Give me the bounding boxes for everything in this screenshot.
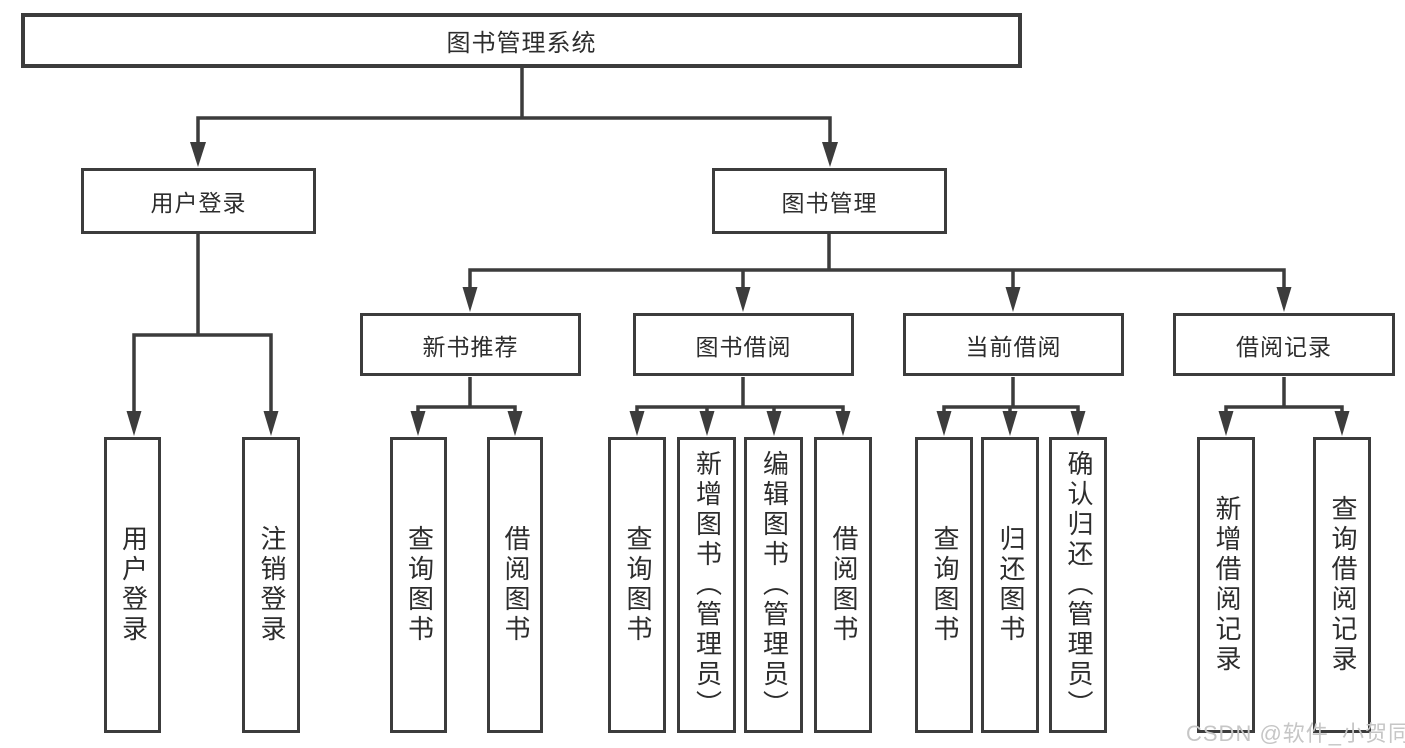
connector-user-login-to-leaves: [132, 234, 273, 414]
node-new-book-recommend-label: 新书推荐: [422, 333, 519, 360]
node-system-root: 图书管理系统: [21, 13, 1022, 68]
connector-new-book-to-leaves: [416, 377, 517, 413]
node-current-borrowing-label: 当前借阅: [965, 333, 1062, 360]
leaf-add-borrow-record: 新增借阅记录: [1197, 437, 1255, 733]
leaf-logout: 注销登录: [242, 437, 300, 733]
connector-borrow-record-to-leaves: [1224, 377, 1344, 413]
leaf-add-book-admin: 新增图书（管理员）: [677, 437, 736, 733]
connector-book-borrow-to-leaves: [635, 377, 845, 413]
leaf-query-books-recommend: 查询图书: [390, 437, 447, 733]
leaf-confirm-return-admin: 确认归还（管理员）: [1049, 437, 1107, 733]
node-user-login: 用户登录: [81, 168, 316, 234]
leaf-user-login: 用户登录: [104, 437, 161, 733]
leaf-query-books-borrowing: 查询图书: [608, 437, 666, 733]
leaf-borrow-books-borrowing: 借阅图书: [814, 437, 872, 733]
connector-book-mgmt-to-level3: [468, 234, 1286, 290]
node-current-borrowing: 当前借阅: [903, 313, 1124, 376]
connector-root-to-level2: [196, 68, 832, 146]
node-book-management: 图书管理: [712, 168, 947, 234]
leaf-edit-book-admin: 编辑图书（管理员）: [744, 437, 803, 733]
node-user-login-label: 用户登录: [150, 190, 247, 216]
node-borrowing-records-label: 借阅记录: [1236, 333, 1332, 360]
csdn-watermark: CSDN @软件_小贺同学: [1186, 721, 1405, 746]
node-book-borrowing: 图书借阅: [633, 313, 854, 376]
leaf-query-books-current: 查询图书: [915, 437, 973, 733]
node-borrowing-records: 借阅记录: [1173, 313, 1395, 376]
node-book-management-label: 图书管理: [781, 190, 878, 216]
node-new-book-recommend: 新书推荐: [360, 313, 581, 376]
node-system-root-label: 图书管理系统: [446, 30, 597, 57]
leaf-return-book: 归还图书: [981, 437, 1039, 733]
node-book-borrowing-label: 图书借阅: [695, 333, 792, 360]
leaf-query-borrow-record: 查询借阅记录: [1313, 437, 1371, 733]
connector-current-borrow-to-leaves: [942, 377, 1080, 413]
leaf-borrow-books-recommend: 借阅图书: [487, 437, 543, 733]
